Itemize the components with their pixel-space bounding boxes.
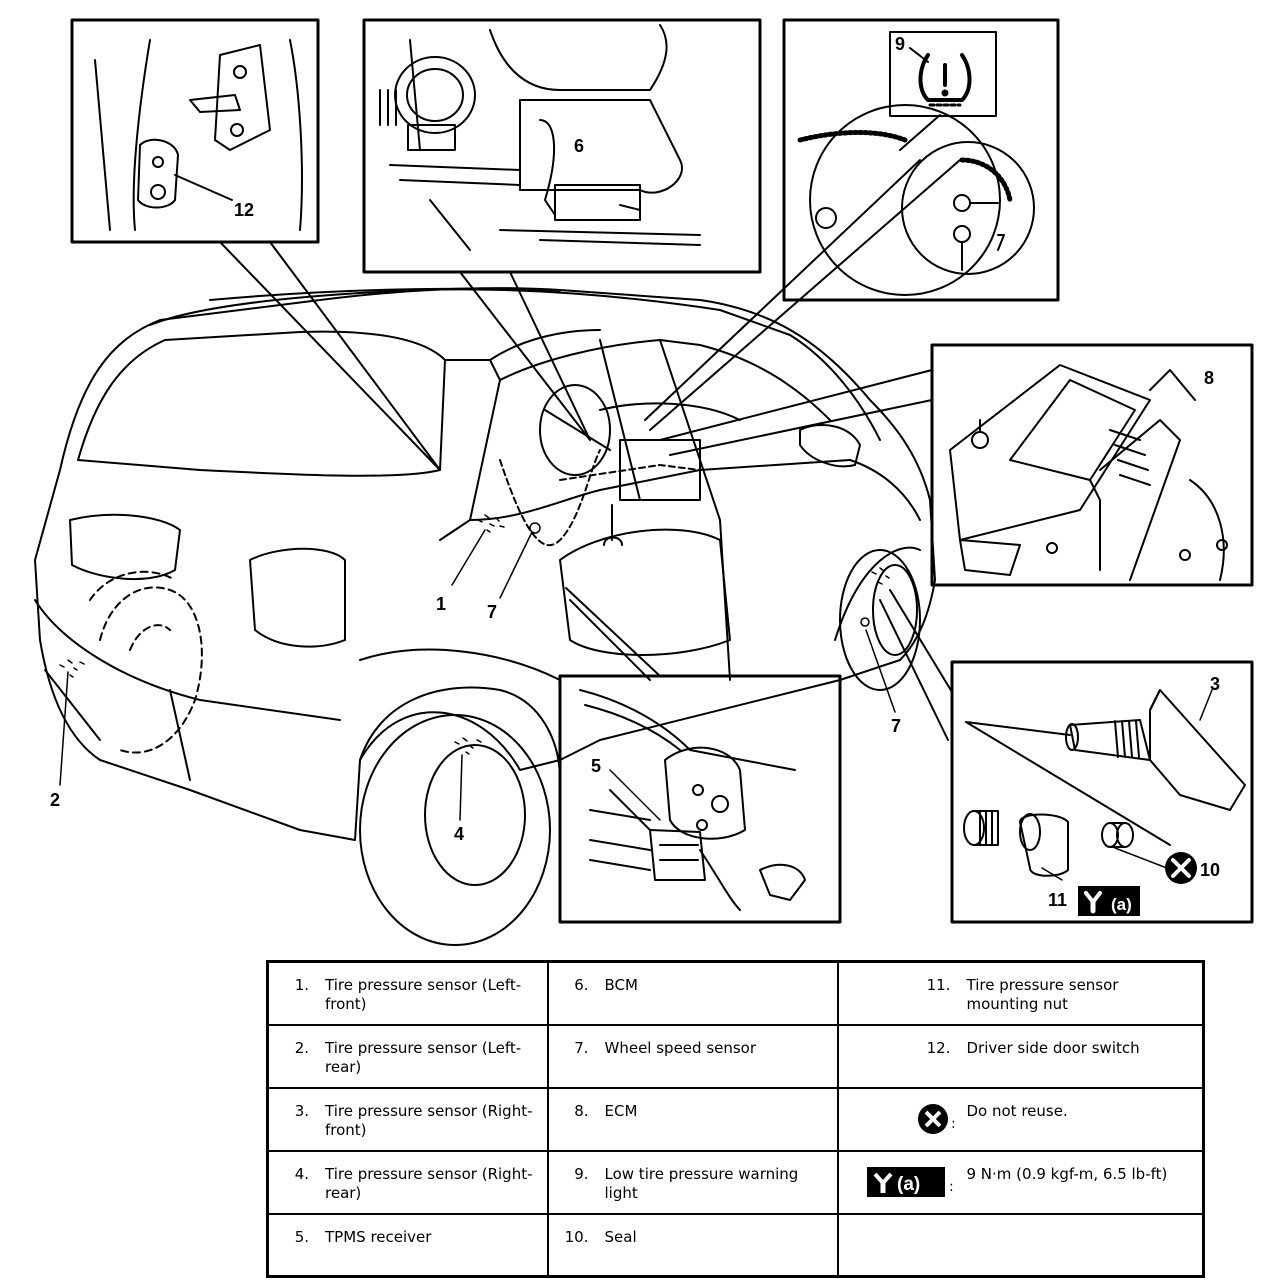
- legend-table: 1. Tire pressure sensor (Left-front) 6. BC…: [266, 960, 1205, 1278]
- legend-num: 4.: [294, 1164, 309, 1183]
- legend-text: Tire pressure sensor (Left-rear): [325, 1038, 522, 1076]
- legend-text: Tire pressure sensor mounting nut: [966, 976, 1119, 1013]
- legend-row: 3. Tire pressure sensor (Right-front) 8. E…: [266, 1086, 1205, 1152]
- legend-num: 6.: [574, 976, 589, 994]
- torque-wrench-icon: (a) :: [847, 1165, 967, 1199]
- legend-row: 4. Tire pressure sensor (Right-rear) 9. Lo…: [266, 1149, 1205, 1215]
- legend-num: 9.: [574, 1164, 589, 1183]
- torque-mark: [1078, 886, 1140, 916]
- callout-12: 12: [234, 200, 254, 220]
- legend-num: 1.: [294, 976, 309, 994]
- legend-num: 7.: [574, 1038, 589, 1057]
- inset-pointer-lines: [219, 159, 1171, 846]
- svg-text::: :: [951, 1116, 956, 1132]
- legend-num: 12.: [926, 1038, 951, 1057]
- legend-row: 1. Tire pressure sensor (Left-front) 6. BC…: [266, 960, 1205, 1026]
- legend-text: Tire pressure sensor (Right-front): [325, 1101, 533, 1139]
- callout-8: 8: [1204, 368, 1214, 388]
- inset-instrument-cluster: [782, 18, 1060, 302]
- legend-num: 10.: [564, 1227, 589, 1246]
- callout-6: 6: [574, 136, 584, 156]
- legend-text: Driver side door switch: [966, 1038, 1140, 1057]
- legend-num: 11.: [926, 976, 951, 994]
- callout-4: 4: [454, 824, 464, 844]
- callout-leaders: [59, 529, 1213, 881]
- callout-1: 1: [436, 594, 446, 614]
- legend-num: 5.: [294, 1227, 309, 1246]
- torque-badge: (a): [897, 1174, 920, 1195]
- legend-text: 9 N·m (0.9 kgf-m, 6.5 lb-ft): [966, 1164, 1168, 1183]
- legend-text: BCM: [604, 976, 638, 994]
- callout-7-rear: 7: [487, 602, 497, 622]
- callout-7-front: 7: [891, 716, 901, 736]
- torque-badge-text: (a): [1111, 895, 1132, 914]
- tpms-component-location-diagram: 1 2 3 4 5 6 7 7 8 9 10 11 12 (a): [34, 18, 1254, 946]
- callout-5: 5: [591, 756, 601, 776]
- legend-text: Tire pressure sensor (Right-rear): [325, 1164, 533, 1202]
- do-not-reuse-mark: [1165, 852, 1197, 884]
- do-not-reuse-icon: :: [847, 1102, 967, 1136]
- callout-10: 10: [1200, 860, 1220, 880]
- inset-tire-pressure-sensor: [950, 660, 1254, 924]
- legend-text: Wheel speed sensor: [604, 1038, 757, 1057]
- svg-text::: :: [949, 1179, 954, 1195]
- legend-text: Tire pressure sensor (Left-front): [325, 976, 522, 1013]
- sensor-speckles: [59, 514, 890, 755]
- legend-row: 2. Tire pressure sensor (Left-rear) 7. Whe…: [266, 1023, 1205, 1089]
- legend-text: Do not reuse.: [966, 1101, 1068, 1120]
- callout-11: 11: [1048, 890, 1067, 910]
- callout-9: 9: [895, 34, 905, 54]
- inset-bcm: [362, 18, 762, 274]
- legend-text: Seal: [604, 1227, 637, 1246]
- callout-2: 2: [50, 790, 60, 810]
- legend-num: 8.: [574, 1101, 589, 1120]
- inset-door-switch: [70, 18, 320, 244]
- legend-row: 5. TPMS receiver 10. Seal: [266, 1212, 1205, 1278]
- legend-text: TPMS receiver: [325, 1227, 432, 1246]
- legend-text: ECM: [604, 1101, 638, 1120]
- legend-num: 3.: [294, 1101, 309, 1120]
- vehicle-body-outline: [34, 287, 936, 946]
- legend-num: 2.: [294, 1038, 309, 1057]
- inset-ecm: [930, 343, 1254, 587]
- inset-tpms-receiver: [558, 674, 842, 924]
- callout-3: 3: [1210, 674, 1220, 694]
- legend-text: Low tire pressure warning light: [604, 1164, 799, 1202]
